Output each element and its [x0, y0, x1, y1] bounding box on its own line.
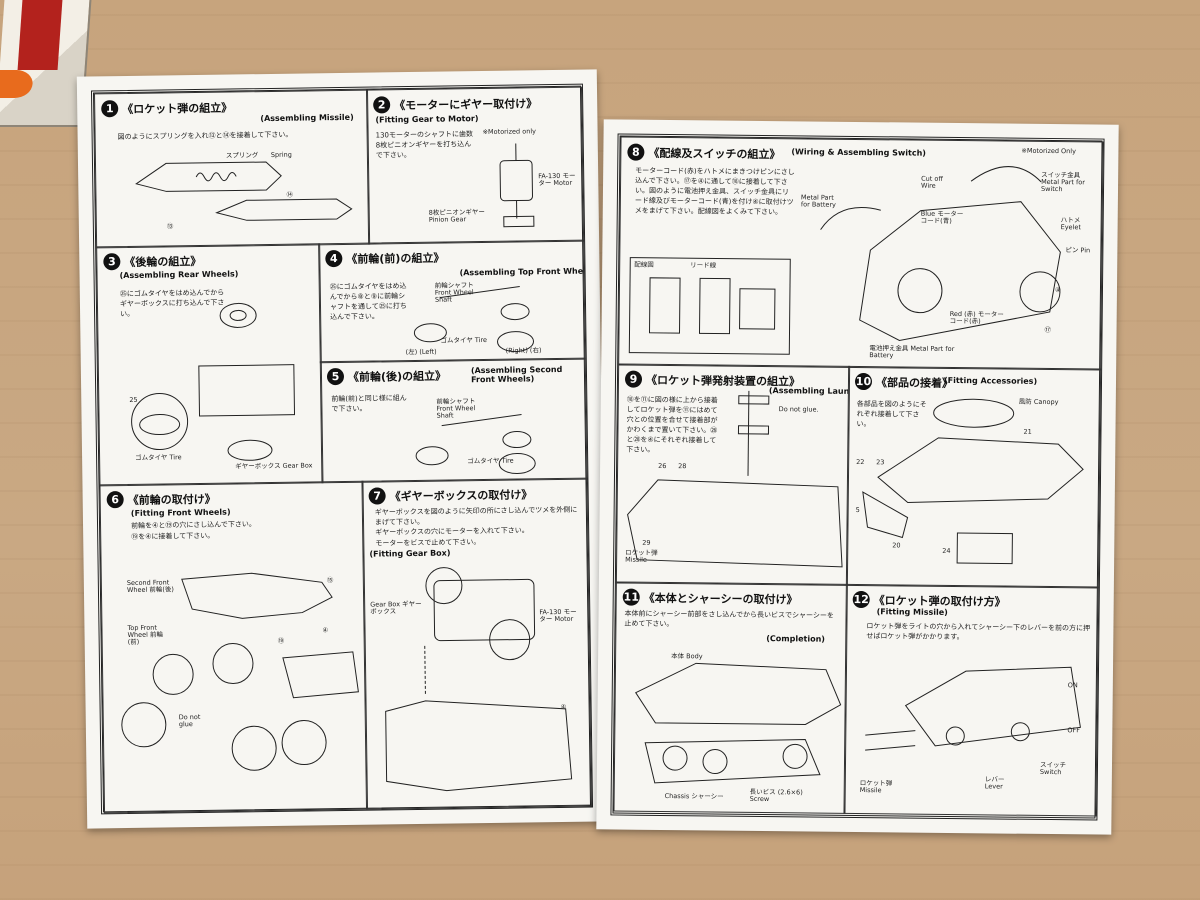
top-front-wheel-label: Top Front Wheel 前輪(前)	[127, 623, 164, 647]
pin-label: ピン Pin	[1065, 246, 1091, 255]
step-11-panel: 11《本体とシャーシーの取付け》 本体前にシャーシー前部をさし込んでから長いビス…	[613, 581, 848, 814]
gearbox-label: Gear Box ギヤーボックス	[370, 599, 422, 616]
body-label: 本体 Body	[671, 652, 703, 661]
step-10-panel: 10《部品の接着》 (Fitting Accessories) 各部品を図のよう…	[845, 365, 1102, 589]
instruction-page-left: 1《ロケット弾の組立》 (Assembling Missile) 図のようにスプ…	[76, 69, 608, 829]
battery-holder-label: 電池押え金具 Metal Part for Battery	[869, 344, 955, 360]
missile-label: ロケット弾 Missile	[859, 779, 893, 795]
part-22-label: 22	[856, 457, 865, 467]
right-label: (Right) (右)	[505, 346, 542, 355]
lead-wire-label: リード線	[690, 261, 717, 270]
step-9-panel: 9《ロケット弾発射装置の組立》 (Assembling Launcher) ⑱を…	[615, 363, 851, 586]
part-4-label: ④	[1054, 286, 1061, 295]
canopy-label: 風防 Canopy	[1018, 397, 1059, 407]
missile-drawing	[135, 161, 353, 221]
part-14-label: ⑭	[286, 190, 293, 199]
do-not-glue-label: Do not glue.	[778, 405, 819, 414]
on-label: ON	[1067, 681, 1078, 690]
step-8-panel: 8《配線及スイッチの組立》 (Wiring & Assembling Switc…	[618, 136, 1104, 371]
gearbox-label: ギヤーボックス Gear Box	[235, 461, 313, 471]
red-cord-label: Red (赤) モーターコード(赤)	[949, 309, 1004, 326]
missile-fitting-drawing	[865, 666, 1081, 751]
battery-metal-label: Metal Part for Battery	[800, 193, 836, 209]
gearbox-fitting-drawing	[385, 567, 573, 792]
part-5-label: 5	[855, 505, 860, 515]
step-3-panel: 3《後輪の組立》 (Assembling Rear Wheels) ㉕にゴムタイ…	[96, 243, 324, 487]
second-front-wheel-label: Second Front Wheel 前輪(後)	[126, 578, 175, 595]
motor-label: FA-130 モーター Motor	[538, 171, 576, 188]
part-15-label: ⑮	[326, 576, 334, 585]
part-13-label: ⑬	[166, 222, 174, 231]
tire-label: ゴムタイヤ Tire	[135, 453, 182, 462]
part-21-label: 21	[1023, 427, 1032, 436]
motor-drawing	[499, 143, 535, 228]
step-5-panel: 5《前輪(後)の組立》 (Assembling Second Front Whe…	[319, 357, 588, 484]
second-wheel-drawing	[415, 413, 536, 475]
instruction-page-right: 8《配線及スイッチの組立》 (Wiring & Assembling Switc…	[596, 119, 1119, 835]
left-label: (左) (Left)	[405, 347, 437, 357]
chassis-label: Chassis シャーシー	[664, 791, 724, 801]
wiring-diagram-label: 配線図	[634, 260, 654, 269]
part-4-label: ④	[560, 702, 567, 711]
step-12-panel: 12《ロケット弾の取付け方》 (Fitting Missile) ロケット弾をラ…	[843, 583, 1099, 817]
motor-label: FA-130 モーター Motor	[539, 607, 577, 624]
part-17-label: ⑰	[1044, 325, 1052, 335]
completion-drawing	[635, 662, 842, 784]
tire-label: ゴムタイヤ Tire	[440, 335, 488, 345]
off-label: OFF	[1067, 726, 1080, 735]
rear-wheel-drawing	[131, 302, 296, 461]
missile-label: ロケット弾 Missile	[625, 548, 658, 564]
screw-label: 長いビス (2.6×6) Screw	[749, 787, 803, 804]
part-28-label: 28	[678, 462, 687, 471]
part-26-label: 26	[658, 461, 667, 470]
part-19-label: ⑲	[277, 636, 285, 645]
do-not-glue-label: Do not glue	[178, 713, 201, 729]
part-4-label: ④	[322, 626, 329, 635]
part-29-label: 29	[642, 538, 651, 547]
launcher-drawing	[627, 390, 843, 568]
accessories-drawing	[862, 398, 1084, 565]
switch-metal-label: スイッチ金具 Metal Part for Switch	[1040, 170, 1085, 194]
shaft-label: 前輪シャフト Front Wheel Shaft	[436, 397, 476, 420]
lever-label: レバー Lever	[984, 775, 1005, 791]
spring-label: スプリング	[225, 151, 259, 160]
step-7-panel: 7《ギヤーボックスの取付け》 ギヤーボックスを図のように矢印の所にさし込んでツメ…	[361, 477, 593, 810]
part-20-label: 20	[892, 541, 901, 550]
wiring-drawing	[628, 166, 1061, 355]
cut-off-wire-label: Cut off Wire	[921, 174, 943, 190]
front-wheel-drawing	[413, 286, 535, 353]
part-23-label: 23	[876, 458, 885, 467]
step-4-panel: 4《前輪(前)の組立》 (Assembling Top Front Wheels…	[318, 239, 586, 364]
part-24-label: 24	[942, 546, 951, 555]
pinion-label: 8枚ピニオンギヤー Pinion Gear	[428, 207, 485, 224]
step-2-panel: 2《モーターにギヤー取付け》 (Fitting Gear to Motor) 1…	[365, 86, 585, 245]
eyelet-label: ハトメ Eyelet	[1060, 216, 1081, 232]
spring-label-en: Spring	[270, 150, 292, 159]
switch-label: スイッチ Switch	[1039, 760, 1067, 777]
blue-cord-label: Blue モーターコード(青)	[920, 209, 964, 226]
fitting-front-wheels-drawing	[121, 572, 359, 771]
part-25-label: 25	[129, 395, 138, 404]
tire-label: ゴムタイヤ Tire	[467, 456, 514, 466]
step-1-panel: 1《ロケット弾の組立》 (Assembling Missile) 図のようにスプ…	[94, 89, 371, 249]
shaft-label: 前輪シャフト Front Wheel Shaft	[434, 281, 474, 304]
step-6-panel: 6《前輪の取付け》 (Fitting Front Wheels) 前輪を④と⑲の…	[99, 480, 369, 814]
